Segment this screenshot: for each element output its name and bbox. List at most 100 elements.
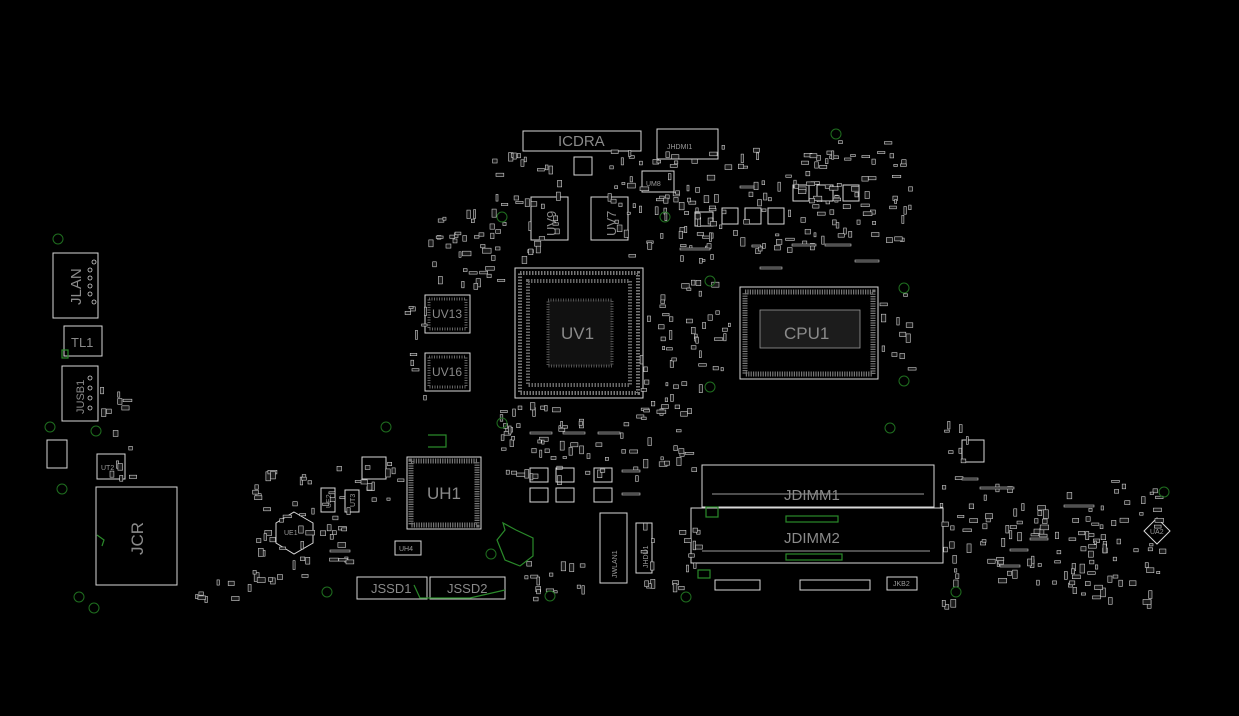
passive-pad [621,469,641,473]
passive-pad [671,357,677,362]
passive-pad [581,585,585,595]
cpu1-processor[interactable]: CPU1 [739,286,879,380]
passive-pad [122,398,133,402]
ut2-component[interactable]: UT2 [96,453,126,480]
passive-pad [1012,569,1018,579]
passive-pad [264,530,272,536]
tl1-component[interactable]: TL1 [63,325,103,357]
passive-pad [491,208,497,218]
passive-pad [501,447,507,451]
jkb2-connector[interactable]: JKB2 [886,576,918,591]
passive-pad [955,573,960,579]
passive-pad [785,237,795,241]
small-ic [555,487,575,503]
passive-pad [762,243,766,249]
passive-pad [621,492,641,496]
passive-pad [941,485,947,490]
jcr-connector[interactable]: JCR [95,486,178,586]
passive-pad [753,181,759,190]
passive-pad [268,577,273,582]
uv16-memory[interactable]: UV16 [424,352,471,392]
jhdmi1-connector[interactable]: JHDMI1 [656,128,719,160]
passive-pad [415,330,418,340]
passive-pad [570,442,579,448]
ue1-label: UE1 [284,530,298,537]
passive-pad [328,491,336,495]
passive-pad [517,405,523,410]
passive-pad [597,469,603,478]
jdimm1-slot[interactable]: JDIMM1 [701,464,935,508]
passive-pad [322,502,330,506]
passive-pad [699,257,703,264]
passive-pad [1043,509,1049,519]
passive-pad [660,233,664,239]
passive-pad [489,223,495,230]
passive-pad [109,470,115,478]
passive-pad [692,540,696,551]
passive-pad [695,544,703,550]
passive-pad [674,404,680,410]
jdimm2-slot[interactable]: JDIMM2 [690,507,944,564]
passive-pad [623,422,630,427]
passive-pad [331,530,337,536]
passive-pad [687,408,692,414]
passive-pad [1008,530,1013,540]
uv13-memory[interactable]: UV13 [424,294,471,334]
jwlan1-connector[interactable]: JWLAN1 [599,512,628,584]
passive-pad [1081,592,1086,596]
passive-pad [797,189,807,194]
mounting-via [56,483,68,495]
passive-pad [495,246,501,251]
passive-pad [680,411,688,417]
ua2-component[interactable]: UA2 [1143,517,1171,545]
passive-pad [411,368,420,372]
ut3-component[interactable]: UT3 [344,489,360,513]
passive-pad [831,150,835,160]
passive-pad [837,233,845,238]
tl1-label: TL1 [71,335,93,350]
passive-pad [680,244,687,248]
um8-component[interactable]: UM8 [641,170,675,193]
uh1-chipset[interactable]: UH1 [406,456,482,530]
passive-pad [681,381,688,386]
icdra-connector[interactable]: ICDRA [522,130,642,152]
passive-pad [715,310,720,315]
passive-pad [552,222,559,226]
passive-pad [1121,483,1126,490]
uv1-gpu[interactable]: UV1 [514,267,644,399]
passive-pad [638,205,642,213]
passive-pad [1054,560,1061,564]
jlan-connector[interactable]: JLAN [52,252,99,319]
passive-pad [1079,563,1085,574]
jcr-label: JCR [128,522,147,555]
passive-pad [524,198,530,207]
passive-pad [740,153,744,163]
passive-pad [761,208,767,212]
passive-pad [195,594,199,599]
passive-pad [1072,517,1079,523]
passive-pad [684,451,695,455]
jssd1-connector[interactable]: JSSD1 [356,576,428,600]
passive-pad [345,559,355,565]
passive-pad [675,190,680,195]
uh4-component[interactable]: UH4 [394,540,422,556]
passive-pad [669,330,673,340]
jusb1-connector[interactable]: JUSB1 [61,365,99,422]
passive-pad [889,153,895,159]
passive-pad [739,185,755,189]
passive-pad [662,313,670,317]
passive-pad [1013,508,1018,517]
ue1-component[interactable]: UE1 [275,511,314,555]
passive-pad [112,430,119,437]
jssd2-connector[interactable]: JSSD2 [429,576,506,600]
passive-pad [521,256,528,264]
passive-pad [1111,479,1120,483]
passive-pad [500,410,508,413]
passive-pad [713,337,724,341]
passive-pad [620,157,624,166]
passive-pad [1149,491,1154,495]
passive-pad [231,596,240,602]
passive-pad [539,449,543,458]
passive-pad [629,176,633,183]
